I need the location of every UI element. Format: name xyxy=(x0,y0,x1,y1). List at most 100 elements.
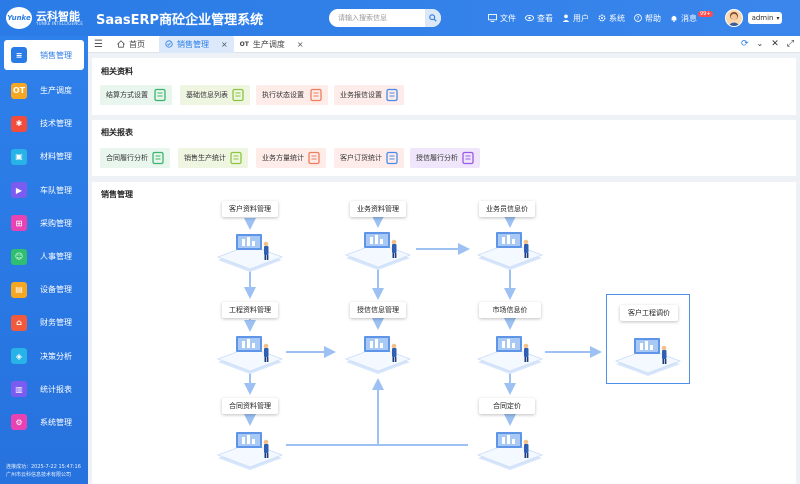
related-reports-panel: 相关报表 合同履行分析 销售生产统计 业务方量统计 客户订货统计 授信履行分析 xyxy=(92,120,796,176)
flow-node-4[interactable]: 授信信息管理 xyxy=(350,302,406,318)
equipment-icon: ▤ xyxy=(11,281,27,298)
nav-help[interactable]: ? 帮助 xyxy=(634,13,661,24)
flow-node-6[interactable]: 客户工程调价 xyxy=(620,305,678,321)
logo-subtitle: YUNKE INTELLIGENCE xyxy=(36,20,84,26)
top-bar: Yunke 云科智能 YUNKE INTELLIGENCE SaasERP商砼企… xyxy=(0,0,800,36)
close-icon[interactable]: × xyxy=(296,39,304,49)
tile-icon xyxy=(462,151,474,165)
chevron-down-icon: ▾ xyxy=(776,14,780,22)
user-dropdown[interactable]: admin ▾ xyxy=(747,12,782,24)
related_data-tile-3[interactable]: 业务报信设置 xyxy=(334,85,404,105)
user-name: admin xyxy=(751,14,774,22)
sales-tab-icon xyxy=(165,40,173,48)
tabs-bar: ☰ 首页 销售管理 × OT 生产调度 × ⟳ ⌄ ✕ ⤢ xyxy=(88,35,800,53)
tile-icon xyxy=(232,88,244,102)
flow-illustration xyxy=(216,432,284,470)
sidebar-item-label: 采购管理 xyxy=(40,218,72,228)
menu-toggle-icon[interactable]: ☰ xyxy=(94,38,103,50)
sidebar-item-label: 设备管理 xyxy=(40,285,72,295)
sidebar-item-label: 车队管理 xyxy=(40,185,72,195)
tile-icon xyxy=(308,151,320,165)
svg-text:?: ? xyxy=(637,16,640,22)
related_reports-tile-1[interactable]: 销售生产统计 xyxy=(178,148,248,168)
flow-node-8[interactable]: 合同定价 xyxy=(479,398,535,414)
flow-illustration xyxy=(344,336,412,374)
tile-label: 授信履行分析 xyxy=(416,154,458,162)
sidebar-item-7[interactable]: ▤ 设备管理 xyxy=(0,273,88,306)
related_reports-tile-0[interactable]: 合同履行分析 xyxy=(100,148,170,168)
nav-messages[interactable]: 消息 99+ xyxy=(670,11,713,24)
truck-icon: ▶ xyxy=(11,182,27,199)
sidebar-item-0[interactable]: ≡ 销售管理 xyxy=(4,40,84,70)
search-input[interactable]: 请输入搜索信息 xyxy=(329,9,441,27)
flow-illustration xyxy=(216,234,284,272)
nav-file[interactable]: 文件 xyxy=(488,13,516,24)
tab-sales[interactable]: 销售管理 × xyxy=(158,35,234,53)
tab-home[interactable]: 首页 xyxy=(111,36,151,53)
tile-label: 业务方量统计 xyxy=(262,154,304,162)
chevron-down-icon[interactable]: ⌄ xyxy=(756,39,764,48)
sidebar-item-4[interactable]: ▶ 车队管理 xyxy=(0,174,88,207)
nav-user[interactable]: 用户 xyxy=(562,13,589,24)
search-button[interactable] xyxy=(425,9,441,27)
company-name: 广州市云科信息技术有限公司 xyxy=(6,472,72,478)
close-icon[interactable]: × xyxy=(220,39,228,49)
avatar-image xyxy=(727,12,740,26)
tile-label: 业务报信设置 xyxy=(340,91,382,99)
sidebar-item-5[interactable]: ⊞ 采购管理 xyxy=(0,207,88,240)
flow-illustration xyxy=(344,232,412,270)
analysis-icon: ◈ xyxy=(11,348,27,365)
sidebar-item-2[interactable]: ✱技术管理 xyxy=(0,107,88,140)
sidebar-item-9[interactable]: ◈ 决策分析 xyxy=(0,340,88,373)
flow-node-3[interactable]: 工程资料管理 xyxy=(222,302,278,318)
avatar[interactable] xyxy=(724,9,743,27)
flow-node-1[interactable]: 业务资料管理 xyxy=(350,201,406,217)
sidebar-item-8[interactable]: ⌂财务管理 xyxy=(0,306,88,339)
sidebar-item-3[interactable]: ▣材料管理 xyxy=(0,140,88,173)
tile-icon xyxy=(386,151,398,165)
message-badge: 99+ xyxy=(698,11,713,17)
material-icon: ▣ xyxy=(11,148,27,165)
close-icon[interactable]: ✕ xyxy=(771,39,779,49)
related_reports-tile-2[interactable]: 业务方量统计 xyxy=(256,148,326,168)
top-nav: 文件 查看 用户 系统 ? 帮助 消息 99+ xyxy=(488,11,722,24)
nav-view[interactable]: 查看 xyxy=(525,13,553,24)
sidebar-item-label: 决策分析 xyxy=(40,351,72,361)
sidebar-item-10[interactable]: ▥统计报表 xyxy=(0,373,88,406)
related_reports-tile-4[interactable]: 授信履行分析 xyxy=(410,148,480,168)
app-title: SaasERP商砼企业管理系统 xyxy=(96,12,264,28)
tile-icon xyxy=(230,151,242,165)
eye-icon xyxy=(525,14,534,22)
bell-icon xyxy=(671,15,677,22)
sales-icon: ≡ xyxy=(11,47,27,63)
finance-icon: ⌂ xyxy=(11,314,27,331)
flow-illustration xyxy=(614,338,682,376)
tile-label: 合同履行分析 xyxy=(106,154,148,162)
refresh-icon[interactable]: ⟳ xyxy=(741,39,749,49)
flow-node-7[interactable]: 合同资料管理 xyxy=(222,398,278,414)
monitor-icon xyxy=(488,14,497,22)
related_reports-tile-3[interactable]: 客户订货统计 xyxy=(334,148,404,168)
tile-label: 销售生产统计 xyxy=(184,154,226,162)
search-placeholder: 请输入搜索信息 xyxy=(338,14,387,22)
fullscreen-icon[interactable]: ⤢ xyxy=(786,39,794,49)
nav-system[interactable]: 系统 xyxy=(598,13,625,24)
purchase-icon: ⊞ xyxy=(11,215,27,232)
personnel-icon: ☺ xyxy=(11,248,27,265)
user-icon xyxy=(562,14,570,22)
sidebar-item-label: 系统管理 xyxy=(40,417,72,427)
related_data-tile-0[interactable]: 结算方式设置 xyxy=(100,85,172,105)
sidebar-item-11[interactable]: ⚙系统管理 xyxy=(0,406,88,439)
related_data-tile-2[interactable]: 执行状态设置 xyxy=(256,85,328,105)
tab-production[interactable]: OT 生产调度 × xyxy=(239,39,304,49)
sidebar-item-6[interactable]: ☺ 人事管理 xyxy=(0,240,88,273)
flow-illustration xyxy=(476,432,544,470)
related-reports-title: 相关报表 xyxy=(101,128,133,137)
related_data-tile-1[interactable]: 基础信息列表 xyxy=(180,85,250,105)
sidebar-item-label: 人事管理 xyxy=(40,252,72,262)
flow-node-2[interactable]: 业务员信息价 xyxy=(479,201,535,217)
sidebar-item-label: 销售管理 xyxy=(40,50,72,60)
flow-node-5[interactable]: 市场信息价 xyxy=(479,302,541,318)
flow-node-0[interactable]: 客户资料管理 xyxy=(222,201,278,217)
